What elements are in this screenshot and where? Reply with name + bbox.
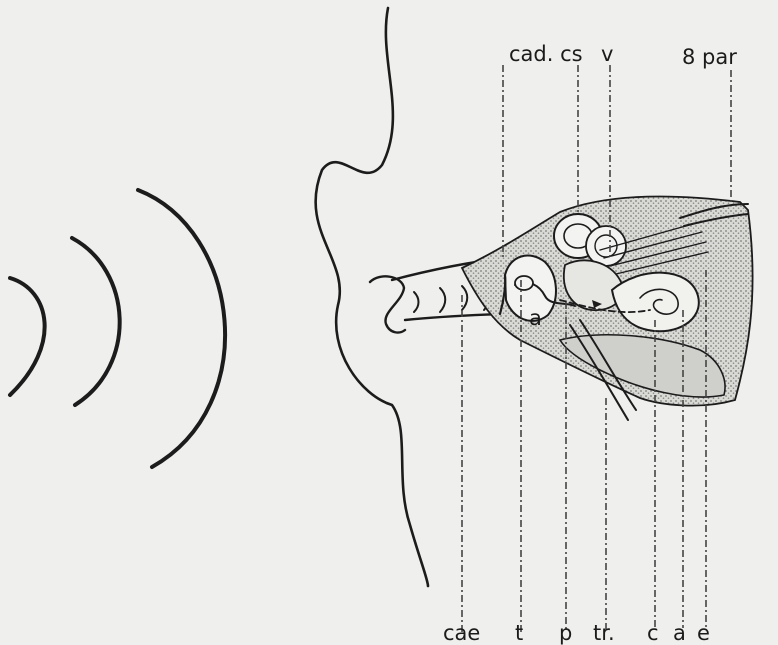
ossicle-head (515, 276, 533, 290)
ear-canal-ring-1 (414, 292, 419, 312)
outer-ear-inner-fold (370, 276, 405, 332)
bottom-labels: cae t p tr. c a e (443, 621, 710, 645)
head-outline (316, 8, 428, 586)
label-a: a (673, 621, 686, 645)
sound-wave-large (138, 190, 225, 467)
label-t: t (515, 621, 523, 645)
inner-label-a: a (529, 306, 542, 330)
ear-canal-lower (405, 314, 500, 320)
label-cad-cs: cad. cs (509, 42, 583, 66)
label-par: 8 par (682, 45, 737, 69)
semicircular-canal-second (586, 226, 626, 266)
label-cae: cae (443, 621, 480, 645)
top-labels: cad. cs v 8 par (509, 42, 737, 69)
label-p: p (559, 621, 572, 645)
sound-wave-medium (72, 238, 120, 405)
sound-waves (10, 190, 225, 467)
label-c: c (647, 621, 659, 645)
label-tr: tr. (593, 621, 615, 645)
sound-wave-small (10, 278, 45, 395)
label-v: v (601, 42, 613, 66)
ear-canal-ring-2 (440, 288, 445, 312)
label-e: e (697, 621, 710, 645)
